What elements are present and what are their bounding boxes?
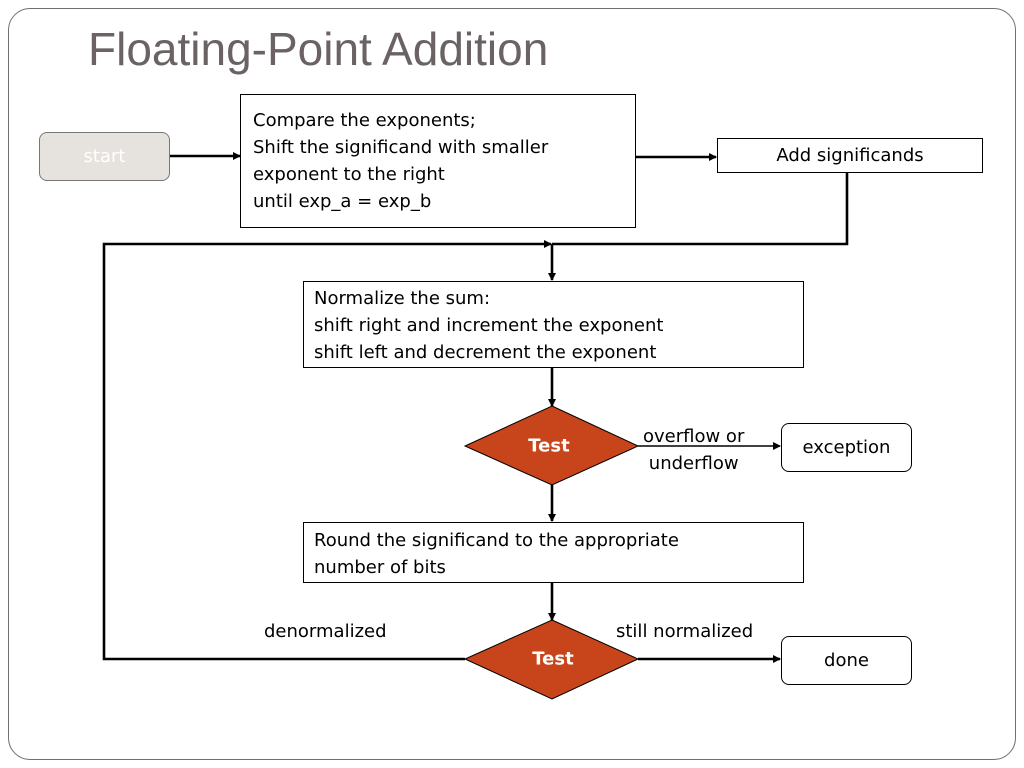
normalize-line-3: shift left and decrement the exponent [314,342,657,363]
compare-line-1: Compare the exponents; [253,110,476,131]
connector-add-to-junction [552,173,849,246]
compare-exponents-box: Compare the exponents; Shift the signifi… [240,94,636,228]
test1-label: Test [528,435,570,457]
round-line-1: Round the significand to the appropriate [314,530,679,551]
slide-title: Floating-Point Addition [88,23,549,75]
normalize-box: Normalize the sum: shift right and incre… [303,281,804,368]
test2-diamond [463,619,640,700]
slide-frame [8,8,1016,760]
compare-line-3: exponent to the right [253,164,445,185]
exception-node: exception [781,423,912,472]
start-node: start [39,132,170,181]
denormalized-label: denormalized [264,621,387,642]
connector-denormalized-loop [102,240,552,661]
still-normalized-label: still normalized [616,621,754,642]
overflow-line-1: overflow or [643,426,745,447]
test1-diamond [463,405,640,486]
round-line-2: number of bits [314,557,446,578]
round-significand-box: Round the significand to the appropriate… [303,522,804,583]
add-significands-box: Add significands [717,138,983,173]
compare-line-2: Shift the significand with smaller [253,137,549,158]
done-node: done [781,636,912,685]
normalize-line-2: shift right and increment the exponent [314,315,664,336]
overflow-underflow-label: overflow or underflow [643,423,744,477]
compare-line-4: until exp_a = exp_b [253,191,432,212]
overflow-line-2: underflow [648,453,739,474]
normalize-line-1: Normalize the sum: [314,288,491,309]
test2-label: Test [532,648,574,670]
